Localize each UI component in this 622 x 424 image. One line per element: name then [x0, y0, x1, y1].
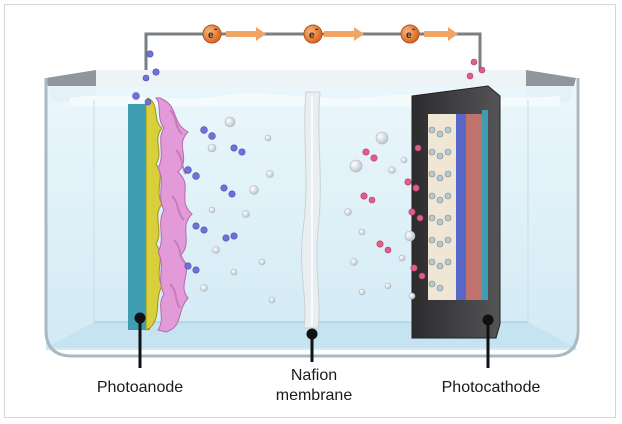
figure-frame — [4, 4, 616, 418]
electron-flow-arrows — [226, 27, 458, 41]
clear-bubbles — [200, 116, 416, 304]
nafion-membrane-label: Nafion membrane — [258, 366, 370, 406]
photoanode-electrode — [128, 97, 193, 333]
electron-1-symbol: e — [208, 30, 214, 41]
label-leaders — [134, 312, 494, 368]
electron-2: e - — [303, 24, 323, 44]
membrane-label-line-1: Nafion — [290, 367, 338, 384]
electron-1: e - — [202, 24, 222, 44]
photocathode-electrode — [411, 85, 501, 339]
cathode-particles — [428, 126, 452, 292]
electron-3-charge: - — [412, 24, 415, 35]
membrane-label-line-2: membrane — [275, 387, 353, 404]
cathode-gas-bubbles — [360, 58, 486, 280]
electron-2-symbol: e — [309, 30, 315, 41]
electron-3-symbol: e — [406, 30, 412, 41]
electron-1-charge: - — [214, 24, 217, 35]
photocathode-label: Photocathode — [441, 379, 541, 396]
electron-2-charge: - — [315, 24, 318, 35]
nafion-membrane — [301, 91, 321, 329]
anode-gas-bubbles — [132, 50, 246, 274]
electron-3: e - — [400, 24, 420, 44]
photoanode-label: Photoanode — [96, 379, 184, 396]
